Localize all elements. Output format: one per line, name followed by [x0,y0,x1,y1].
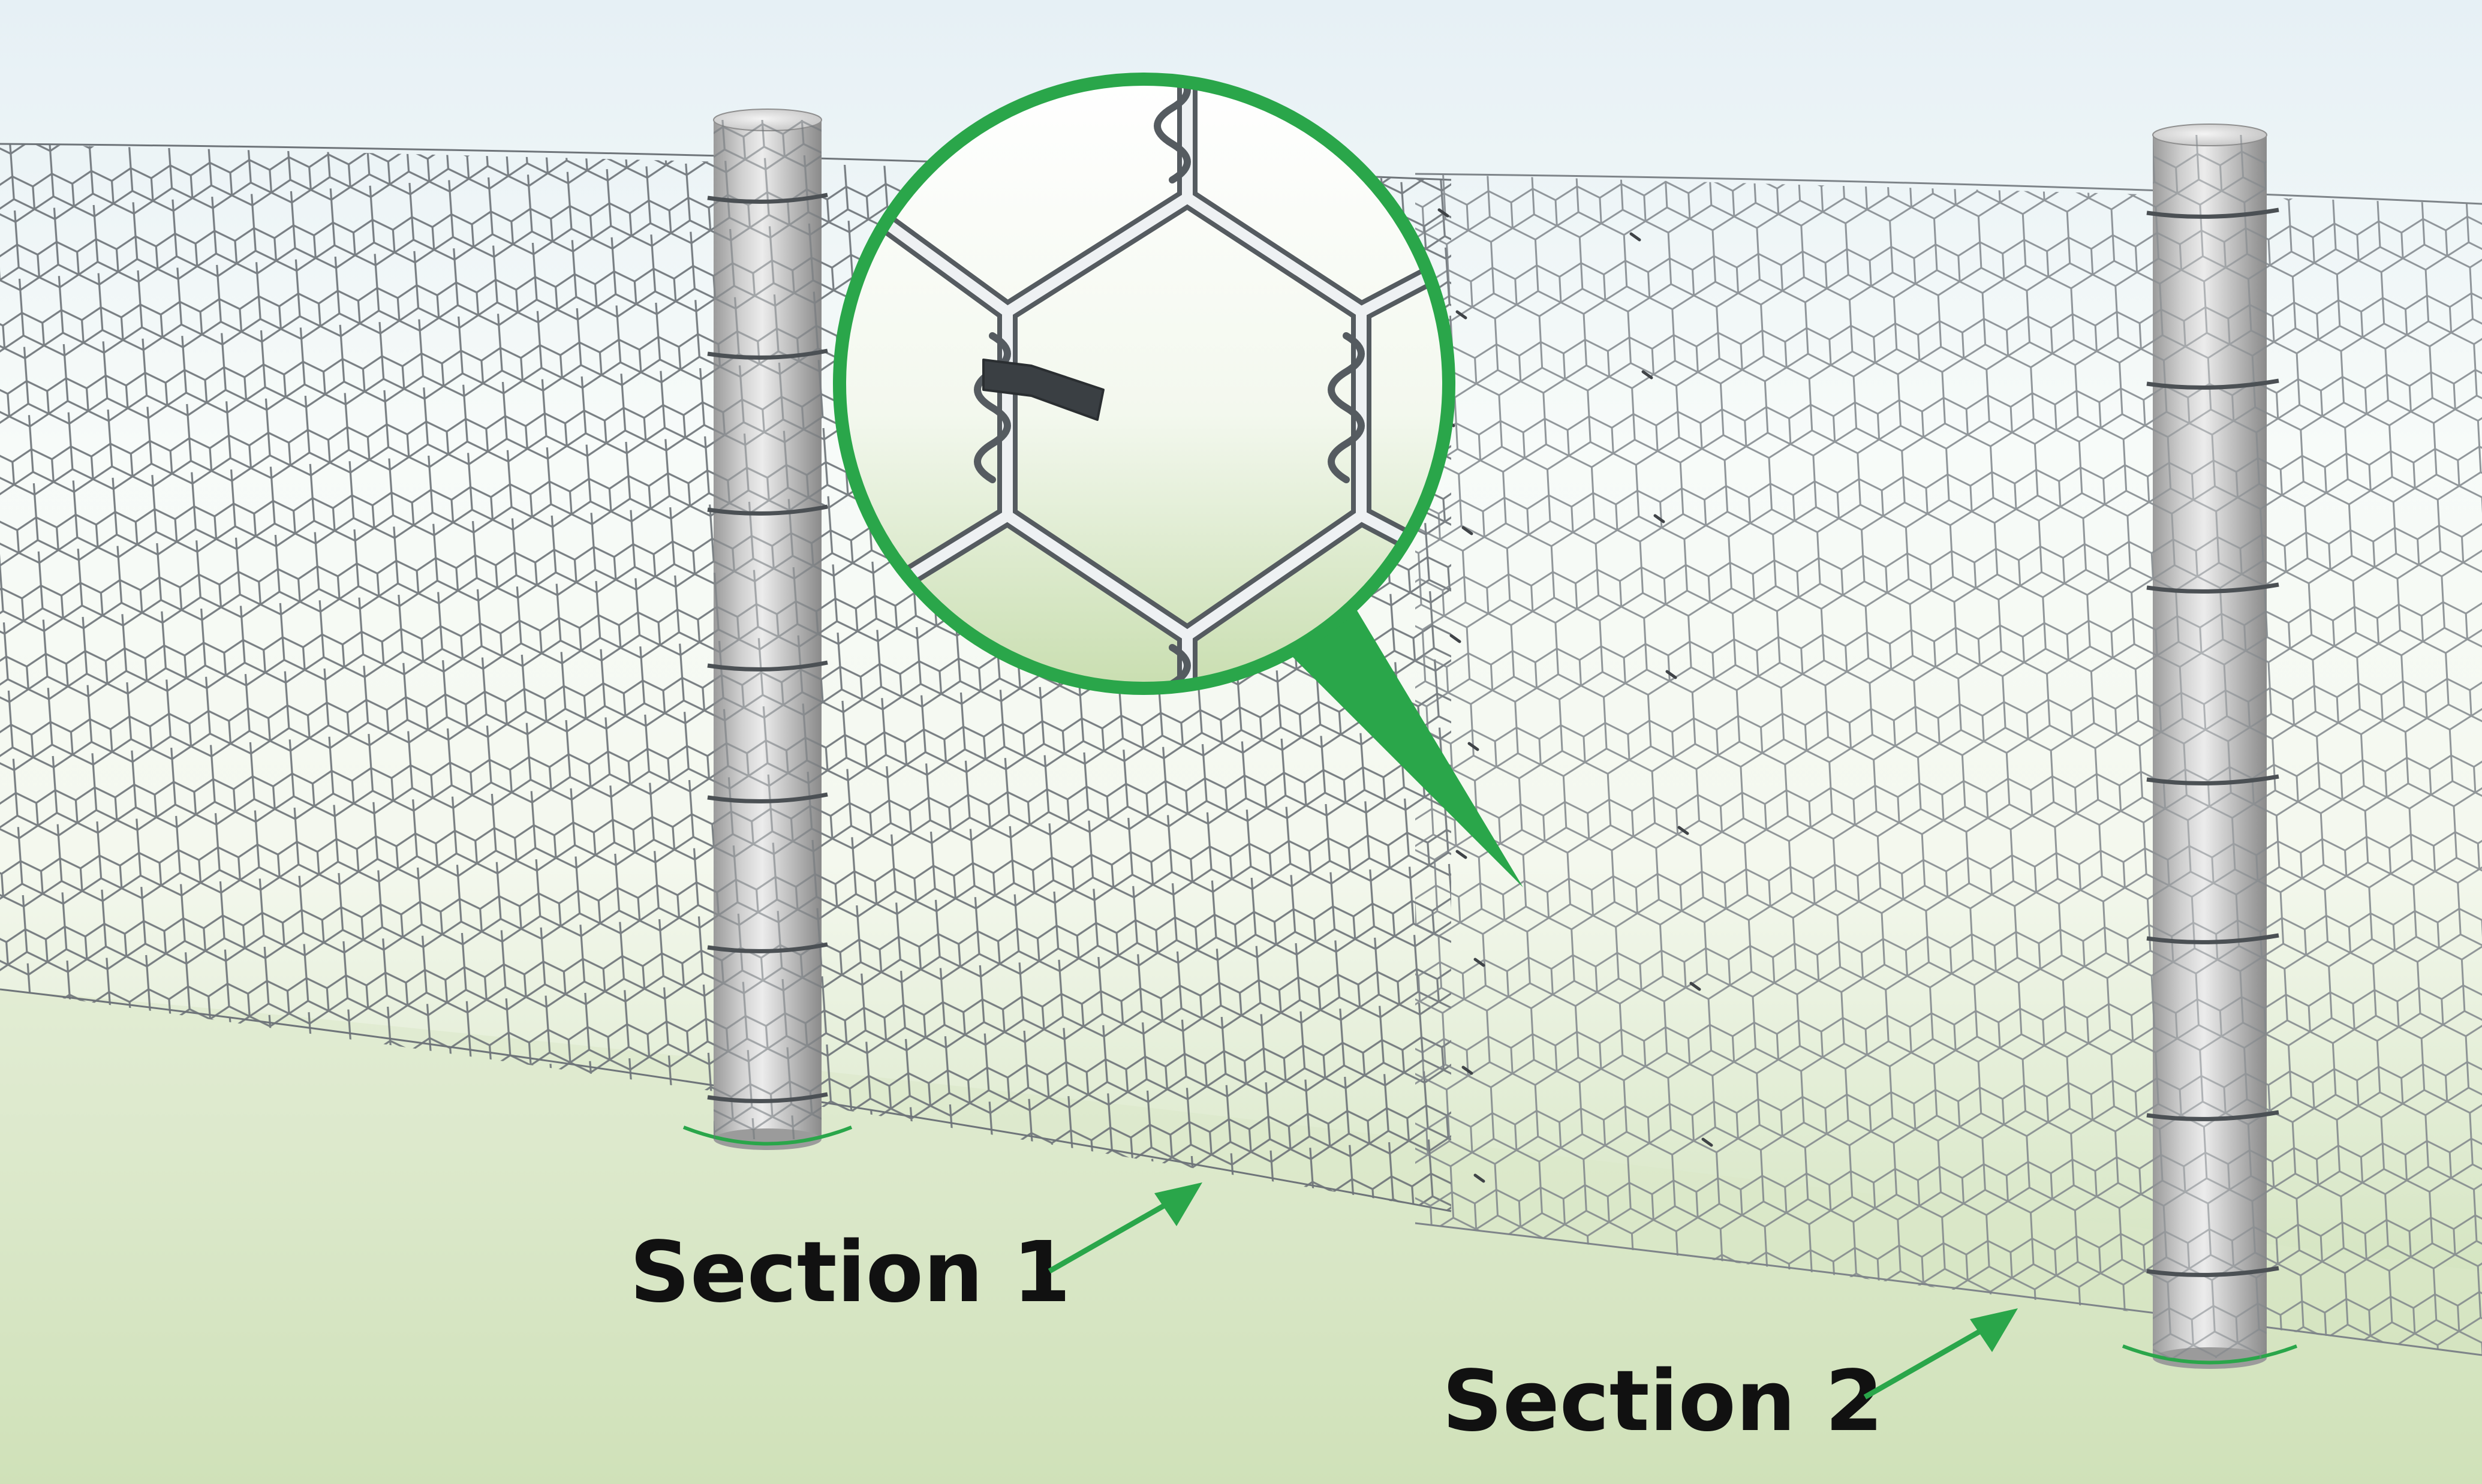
magnifier-callout-icon [833,73,1523,887]
magnified-wire-twist [841,79,1449,688]
fence-post-1 [682,109,853,1150]
mesh-section-2 [1415,173,2482,1356]
pointer-arrow-icon [1048,1182,1202,1274]
magnifier-ring [833,73,1455,695]
post-1-wire-ties [707,192,828,1103]
section-2-label: Section 2 [1442,1353,1884,1450]
pointer-arrow-icon [1863,1308,2018,1399]
ground-band [0,989,2482,1484]
section-1-label: Section 1 [630,1224,1071,1322]
label-section-2: Section 2 [1442,1308,2018,1450]
fence-post-2 [2122,124,2298,1369]
callout-pointer [1271,588,1523,887]
label-section-1: Section 1 [630,1182,1202,1322]
post-2-wire-ties [2146,207,2279,1277]
